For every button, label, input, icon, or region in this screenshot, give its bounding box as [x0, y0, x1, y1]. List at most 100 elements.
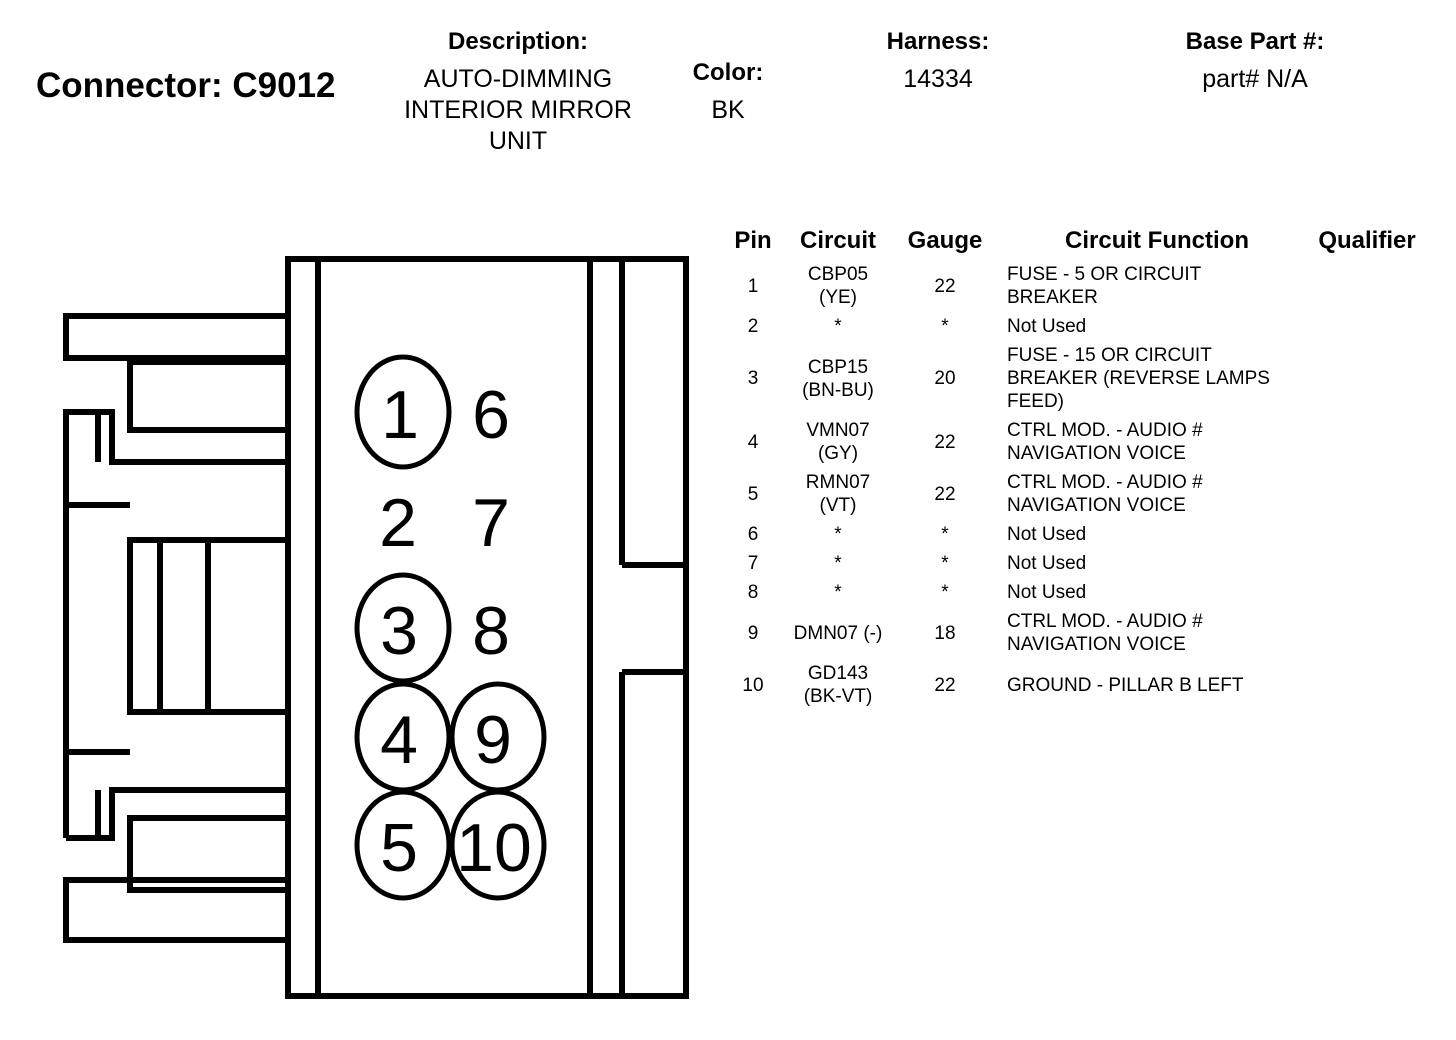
- cell-qualifier: [1307, 659, 1427, 711]
- cell-pin: 7: [747, 553, 759, 574]
- cell-circuit-function: CTRL MOD. - AUDIO #NAVIGATION VOICE: [1000, 468, 1307, 520]
- pin-label-3: 3: [380, 593, 418, 669]
- pin-table: Pin Circuit Gauge Circuit Function Quali…: [720, 222, 1427, 711]
- circuit-line: (BN-BU): [802, 379, 874, 401]
- cell-circuit-function: GROUND - PILLAR B LEFT: [1000, 659, 1307, 711]
- cell-circuit: CBP05(YE): [786, 260, 890, 312]
- cell-gauge: 18: [934, 622, 956, 644]
- cell-qualifier: [1307, 260, 1427, 312]
- cell-pin: 2: [747, 316, 759, 337]
- cell-qualifier: [1307, 578, 1427, 607]
- table-row: 2 * * Not Used: [720, 312, 1427, 341]
- pin-label-10: 10: [456, 810, 532, 886]
- connector-title: Connector: C9012: [36, 66, 336, 105]
- pin-label-9: 9: [474, 702, 512, 778]
- connector-housing: [63, 256, 689, 999]
- cell-gauge: 22: [934, 674, 956, 696]
- cell-gauge: *: [941, 582, 949, 603]
- harness-label: Harness:: [886, 28, 990, 55]
- upper-tab-inner: [127, 359, 288, 433]
- header-qualifier: Qualifier: [1318, 227, 1416, 254]
- circuit-line: GD143: [807, 663, 869, 684]
- function-line: NAVIGATION VOICE: [1007, 443, 1186, 464]
- color-label: Color:: [692, 59, 764, 86]
- header-pin: Pin: [734, 227, 772, 254]
- cell-circuit-function: Not Used: [1000, 578, 1307, 607]
- circuit-line: CBP15: [807, 356, 869, 378]
- table-row: 8**Not Used: [720, 578, 1427, 607]
- description-line: AUTO-DIMMING: [423, 65, 613, 93]
- pin-label-7: 7: [472, 485, 510, 561]
- header-gauge: Gauge: [907, 227, 983, 254]
- cell-gauge: 22: [934, 275, 956, 297]
- pin-label-6: 6: [472, 377, 510, 453]
- pin-10-outline: [449, 789, 547, 901]
- cell-circuit: *: [786, 578, 890, 607]
- circuit-line: CBP05: [807, 264, 869, 285]
- cell-circuit: DMN07 (-): [786, 607, 890, 659]
- function-line: Not Used: [1007, 316, 1087, 337]
- circuit-line: (BK-VT): [803, 686, 873, 707]
- cell-pin: 10: [742, 674, 764, 696]
- circuit-line: *: [834, 524, 842, 545]
- circuit-line: *: [834, 582, 842, 603]
- lower-tab-inner: [127, 815, 288, 893]
- function-line: Not Used: [1007, 553, 1087, 574]
- cell-circuit: GD143(BK-VT): [786, 659, 890, 711]
- cell-gauge: *: [941, 316, 949, 337]
- cell-circuit: VMN07(GY): [786, 416, 890, 468]
- function-line: CTRL MOD. - AUDIO #: [1007, 420, 1203, 441]
- description-line: UNIT: [488, 127, 548, 155]
- cell-circuit: CBP15(BN-BU): [786, 341, 890, 416]
- cell-circuit-function: Not Used: [1000, 549, 1307, 578]
- cell-circuit-function: Not Used: [1000, 520, 1307, 549]
- circuit-line: *: [834, 553, 842, 574]
- cell-pin: 4: [747, 431, 759, 453]
- function-line: NAVIGATION VOICE: [1007, 495, 1186, 516]
- connector-body: [285, 256, 689, 999]
- function-line: CTRL MOD. - AUDIO #: [1007, 472, 1203, 493]
- cell-pin: 6: [747, 524, 759, 545]
- function-line: CTRL MOD. - AUDIO #: [1007, 611, 1203, 632]
- cell-qualifier: [1307, 520, 1427, 549]
- pin-1-outline: [354, 354, 452, 470]
- cell-qualifier: [1307, 341, 1427, 416]
- function-line: BREAKER: [1007, 287, 1098, 308]
- pin-label-8: 8: [472, 593, 510, 669]
- cell-qualifier: [1307, 549, 1427, 578]
- circuit-line: *: [834, 316, 842, 337]
- header-circuit: Circuit: [799, 227, 876, 254]
- function-line: FUSE - 15 OR CIRCUIT: [1007, 345, 1212, 366]
- function-line: GROUND - PILLAR B LEFT: [1007, 674, 1244, 696]
- pin-label-5: 5: [380, 810, 418, 886]
- harness-value: 14334: [903, 65, 973, 93]
- pin-label-4: 4: [380, 702, 418, 778]
- cell-qualifier: [1307, 468, 1427, 520]
- cell-gauge: 22: [934, 483, 956, 505]
- base-part-value: part# N/A: [1202, 65, 1308, 93]
- lower-tab-outer: [63, 877, 288, 943]
- cell-qualifier: [1307, 312, 1427, 341]
- cell-pin: 9: [747, 622, 759, 644]
- cell-circuit-function: Not Used: [1000, 312, 1307, 341]
- function-line: FEED): [1007, 391, 1064, 412]
- circuit-line: (GY): [817, 443, 859, 464]
- cell-qualifier: [1307, 607, 1427, 659]
- pin-3-outline: [354, 572, 452, 684]
- base-part-label: Base Part #:: [1185, 28, 1325, 55]
- cell-qualifier: [1307, 416, 1427, 468]
- table-row: 7 * * Not Used: [720, 549, 1427, 578]
- pin-table-header-row: Pin Circuit Gauge Circuit Function Quali…: [720, 222, 1427, 260]
- cell-gauge: *: [941, 553, 949, 574]
- table-row: 10 GD143(BK-VT) 22 GROUND - PILLAR B LEFT: [720, 659, 1427, 711]
- function-line: FUSE - 5 OR CIRCUIT: [1007, 264, 1202, 285]
- description-line: INTERIOR MIRROR: [404, 96, 632, 124]
- function-line: BREAKER (REVERSE LAMPS: [1007, 368, 1270, 389]
